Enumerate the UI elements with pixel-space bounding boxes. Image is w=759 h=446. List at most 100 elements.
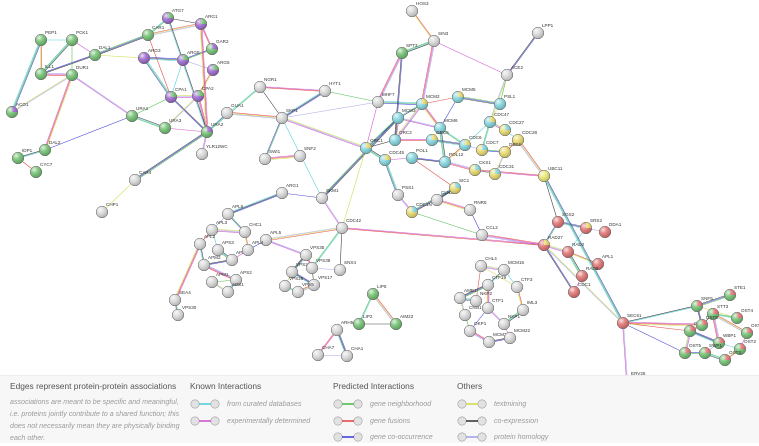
protein-node[interactable]: RAD27 — [537, 235, 563, 252]
protein-node[interactable]: APS3 — [211, 240, 234, 257]
protein-node[interactable]: APL2 — [193, 234, 216, 251]
protein-node[interactable]: CHL4 — [474, 256, 497, 273]
protein-node[interactable]: OST6 — [740, 323, 759, 340]
protein-node[interactable]: LIP2 — [352, 314, 373, 331]
protein-node[interactable]: CTF1 — [481, 298, 504, 315]
protein-node[interactable]: VPS5 — [291, 282, 314, 299]
protein-node[interactable]: GUA1 — [220, 103, 244, 120]
protein-node[interactable]: SNF5 — [690, 296, 713, 313]
protein-node[interactable]: URA2 — [200, 122, 224, 139]
protein-node[interactable]: SEC61 — [616, 313, 642, 330]
protein-node[interactable]: PEP1 — [34, 30, 57, 47]
protein-node[interactable]: SKP1 — [275, 108, 298, 125]
protein-node[interactable]: CDC31 — [488, 164, 515, 181]
protein-node[interactable]: LPP1 — [531, 23, 554, 40]
protein-node[interactable]: DAL1 — [88, 45, 111, 62]
protein-node[interactable]: POL1 — [405, 148, 428, 165]
protein-node[interactable]: SRS2 — [579, 218, 602, 235]
protein-node[interactable]: APM1 — [205, 272, 229, 289]
protein-node[interactable]: SKM1 — [315, 188, 339, 205]
protein-node[interactable]: CKS1 — [468, 160, 491, 177]
protein-node[interactable]: APL6 — [221, 204, 244, 221]
protein-node[interactable]: DAL2 — [38, 140, 61, 157]
protein-node[interactable]: MCM16 — [497, 260, 525, 277]
protein-node[interactable]: ERV25 — [621, 371, 646, 375]
protein-node[interactable]: SNX4 — [333, 260, 356, 277]
protein-node[interactable]: CCL2 — [475, 225, 498, 242]
protein-node[interactable]: DST5 — [695, 315, 718, 332]
protein-node[interactable]: MCM5 — [451, 87, 476, 104]
protein-node[interactable]: URA1 — [125, 106, 149, 123]
protein-node[interactable]: CLN2 — [430, 190, 453, 207]
protein-node[interactable]: VPS26 — [278, 276, 304, 293]
protein-node[interactable]: CAR1 — [141, 25, 165, 42]
protein-node[interactable]: APL4 — [241, 240, 264, 257]
protein-node[interactable]: OST2 — [733, 339, 756, 356]
protein-node[interactable]: MCM6 — [433, 118, 458, 135]
protein-node[interactable]: HYT1 — [318, 81, 341, 98]
protein-node[interactable]: DUR1 — [65, 65, 89, 82]
protein-node[interactable]: VPS30 — [171, 305, 197, 322]
protein-node[interactable]: APS1 — [221, 282, 244, 299]
protein-node[interactable]: ARG5 — [206, 60, 230, 77]
protein-node[interactable]: CPA2 — [191, 86, 214, 103]
protein-node[interactable]: VPS35 — [299, 245, 325, 262]
protein-node[interactable]: CYC7 — [29, 162, 53, 179]
protein-node[interactable]: URA3 — [158, 118, 182, 135]
protein-node[interactable]: PCK1 — [65, 30, 88, 47]
protein-node[interactable]: ORC1 — [359, 138, 383, 155]
protein-node[interactable]: CAR4 — [128, 170, 152, 187]
protein-node[interactable]: GAR2 — [205, 39, 229, 56]
protein-node[interactable]: CDC28 — [511, 130, 538, 147]
protein-node[interactable]: CPA1 — [164, 87, 187, 104]
protein-node[interactable]: APL1 — [591, 254, 614, 271]
protein-node[interactable]: MCM3 — [391, 108, 416, 125]
protein-node[interactable]: SPT3 — [395, 43, 418, 60]
protein-node[interactable]: CDC1 — [567, 282, 591, 299]
protein-node[interactable]: POL12 — [438, 152, 464, 169]
protein-node[interactable]: OKP1 — [463, 321, 487, 338]
protein-node[interactable]: AIM22 — [389, 314, 414, 331]
protein-node[interactable]: CDC27 — [498, 120, 525, 137]
protein-node[interactable]: AME1 — [453, 288, 477, 305]
protein-node[interactable]: ATG7 — [161, 8, 184, 25]
protein-node[interactable]: RAD9 — [575, 266, 599, 283]
protein-node[interactable]: ARG8 — [176, 50, 200, 67]
protein-node[interactable]: ACO1 — [5, 102, 29, 119]
protein-node[interactable]: SEA4 — [168, 290, 191, 307]
protein-node[interactable]: RAD2 — [561, 242, 585, 259]
protein-node[interactable]: VPS38 — [305, 258, 331, 275]
protein-node[interactable]: PSL1 — [493, 94, 516, 111]
protein-node[interactable]: OST5 — [678, 343, 701, 360]
protein-node[interactable]: SNF2 — [293, 146, 316, 163]
protein-node[interactable]: VPS17 — [307, 275, 333, 292]
protein-node[interactable]: PSS1 — [391, 185, 414, 202]
protein-node[interactable]: ILL1 — [34, 64, 54, 81]
protein-node[interactable]: LIP5 — [366, 284, 387, 301]
protein-node[interactable]: DBF4 — [498, 142, 521, 159]
protein-node[interactable]: HOS3 — [405, 1, 429, 18]
protein-node[interactable]: STT3 — [706, 304, 729, 321]
protein-node[interactable]: CDC1N — [405, 202, 432, 219]
protein-node[interactable]: CTF19 — [481, 275, 506, 292]
protein-node[interactable]: OST3 — [718, 350, 741, 367]
protein-node[interactable]: CDC45 — [378, 150, 405, 167]
protein-node[interactable]: SWP1 — [698, 343, 722, 360]
protein-node[interactable]: VPS29 — [285, 262, 311, 279]
protein-node[interactable]: CNN1 — [458, 305, 482, 322]
protein-node[interactable]: NKP2 — [469, 291, 492, 308]
protein-node[interactable]: STE1 — [723, 285, 746, 302]
protein-node[interactable]: NGR1 — [253, 77, 277, 94]
protein-node[interactable]: APL3 — [205, 220, 228, 237]
protein-node[interactable]: SIN3 — [427, 31, 449, 48]
protein-node[interactable]: CDC6 — [458, 135, 482, 152]
protein-node[interactable]: NKP1 — [497, 314, 520, 331]
protein-node[interactable]: CHA1 — [340, 346, 364, 363]
protein-node[interactable]: ARG3 — [137, 48, 161, 65]
protein-node[interactable]: DDA1 — [598, 222, 622, 239]
protein-node[interactable]: ARG1 — [275, 183, 299, 200]
protein-node[interactable]: MCM2 — [415, 94, 440, 111]
protein-node[interactable]: UBC11 — [537, 166, 563, 183]
protein-node[interactable]: IDP1 — [11, 148, 33, 165]
protein-node[interactable]: SWI1 — [258, 149, 281, 166]
